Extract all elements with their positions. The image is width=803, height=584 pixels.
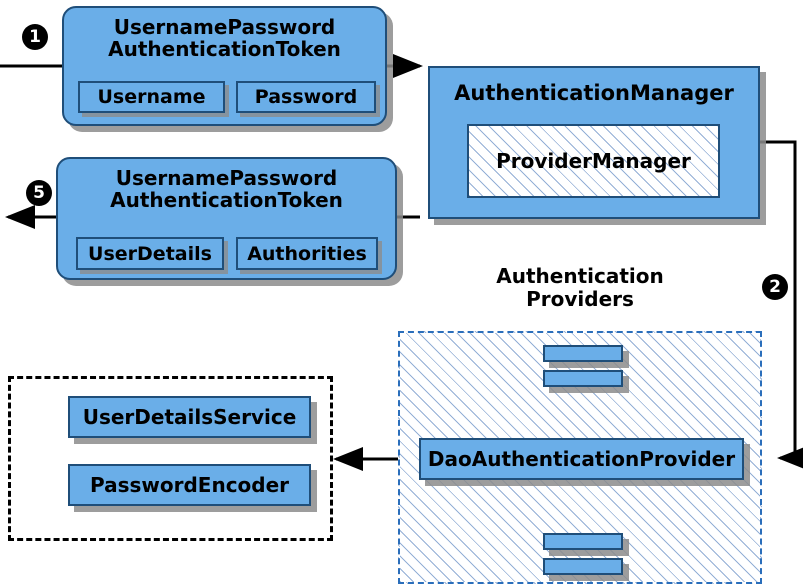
provider-manager-box: ProviderManager — [467, 124, 720, 198]
request-token-username-field: Username — [78, 81, 225, 113]
response-token-title: UsernamePassword AuthenticationToken — [110, 166, 343, 213]
arrow-manager-to-provider — [760, 140, 803, 470]
password-encoder-box: PasswordEncoder — [68, 464, 311, 506]
step-bullet-1: 1 — [22, 24, 48, 50]
step-bullet-2: 2 — [762, 274, 788, 300]
request-token-title: UsernamePassword AuthenticationToken — [108, 15, 341, 62]
response-token-userdetails-field: UserDetails — [76, 237, 224, 270]
response-token-authorities-field: Authorities — [236, 237, 378, 270]
provider-bar-bottom-1 — [543, 533, 623, 550]
provider-bar-bottom-2 — [543, 558, 623, 575]
request-token-password-field: Password — [236, 81, 376, 113]
provider-bar-top-1 — [543, 345, 623, 362]
provider-bar-top-2 — [543, 370, 623, 387]
step-bullet-5: 5 — [26, 180, 52, 206]
dao-authentication-provider-box: DaoAuthenticationProvider — [419, 438, 744, 480]
user-details-service-box: UserDetailsService — [68, 396, 311, 438]
authentication-manager-title: AuthenticationManager — [454, 81, 734, 105]
authentication-providers-label: Authentication Providers — [496, 264, 664, 311]
